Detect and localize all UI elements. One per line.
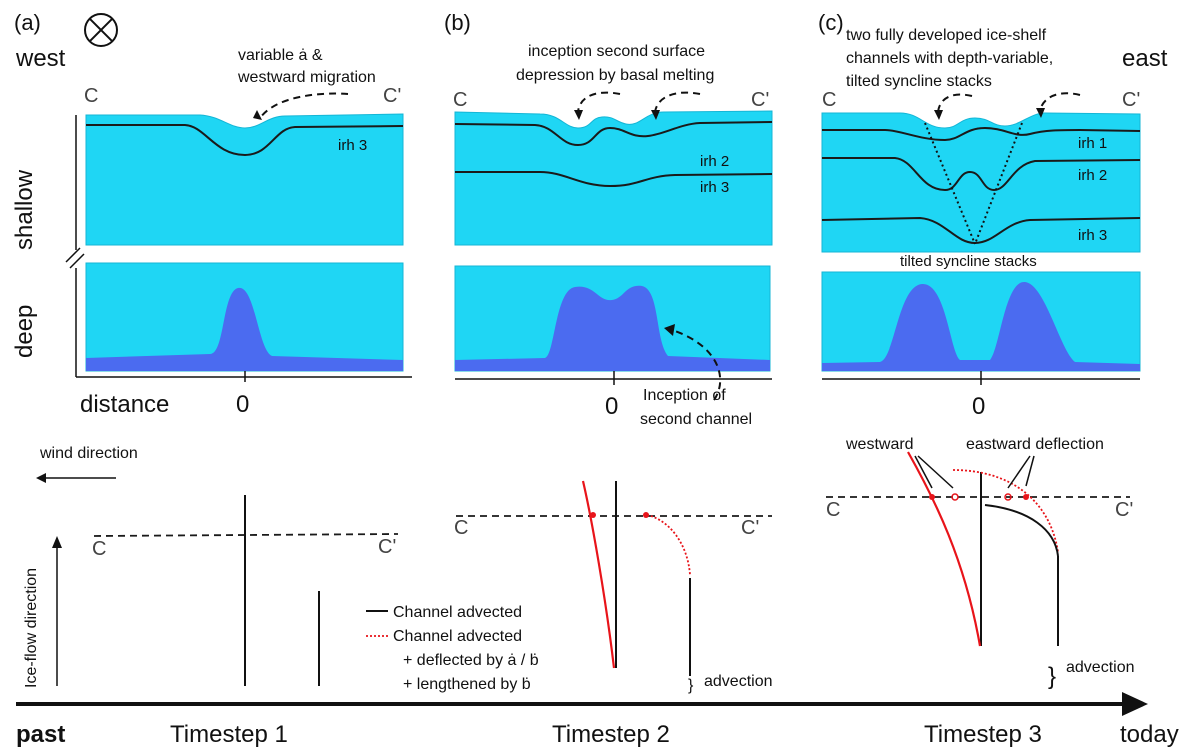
arrow-b-2 <box>654 91 701 113</box>
advection-label-t2: advection <box>704 673 773 690</box>
tilted-axis-2 <box>974 122 1023 245</box>
deflection-arrows <box>914 455 1035 489</box>
annotation-b-2: depression by basal melting <box>516 67 714 84</box>
annotation-a-2: westward migration <box>237 69 376 86</box>
c-label-c: C <box>822 89 836 111</box>
arrow-c-2 <box>1039 92 1081 111</box>
c-prime-label-t3: C' <box>1115 499 1133 521</box>
ice-flow-label: Ice-flow direction <box>23 568 40 688</box>
timestep-2-label: Timestep 2 <box>552 721 670 748</box>
annotation-b-3: Inception of <box>643 387 726 404</box>
irh3-label-a: irh 3 <box>338 137 367 154</box>
arrow-b-3-head <box>664 324 675 336</box>
annotation-a-1: variable ȧ & <box>238 47 323 64</box>
channel-t2-westward <box>581 480 616 669</box>
irh3-label-b: irh 3 <box>700 179 729 196</box>
legend-dotted-sub2: + lengthened by ḃ <box>403 676 531 693</box>
panel-label-c: (c) <box>818 10 844 35</box>
distance-label: distance <box>80 391 169 418</box>
arrow-c-2-head <box>1036 108 1045 118</box>
panel-a-deep <box>85 262 404 372</box>
westward-label: westward <box>845 436 914 453</box>
panel-c-deep <box>821 271 1141 372</box>
eastward-label: eastward deflection <box>966 436 1104 453</box>
east-label: east <box>1122 45 1168 72</box>
c-prime-label-t2: C' <box>741 517 759 539</box>
channel-t3-curve <box>984 504 1059 557</box>
section-line-1 <box>93 533 399 537</box>
y-axis <box>65 115 412 378</box>
annotation-c-1: two fully developed ice-shelf <box>846 27 1047 44</box>
zero-label-c: 0 <box>972 393 985 420</box>
deep-label: deep <box>11 305 38 358</box>
brace-t2: } <box>688 677 694 694</box>
c-prime-label-t1: C' <box>378 536 396 558</box>
zero-label-b: 0 <box>605 393 618 420</box>
c-prime-label-c: C' <box>1122 89 1140 111</box>
t3-intersect-1 <box>929 494 935 500</box>
ice-flow-arrow-icon <box>52 536 62 686</box>
wind-direction-label: wind direction <box>39 445 138 462</box>
panel-label-a: (a) <box>14 10 41 35</box>
arrow-c-1 <box>937 93 973 113</box>
arrow-b-1-head <box>574 110 583 120</box>
c-label-t1: C <box>92 538 106 560</box>
timestep-1-label: Timestep 1 <box>170 721 288 748</box>
channel-t3-westward <box>907 451 982 647</box>
c-label-a: C <box>84 85 98 107</box>
irh2-label-b: irh 2 <box>700 153 729 170</box>
timeline-arrow <box>16 692 1148 716</box>
c-label-t2: C <box>454 517 468 539</box>
c-label-t3: C <box>826 499 840 521</box>
annotation-b-4: second channel <box>640 411 752 428</box>
irh2-label-c: irh 2 <box>1078 167 1107 184</box>
panel-c-shallow: irh 1 irh 2 irh 3 <box>821 112 1141 253</box>
timestep-3-label: Timestep 3 <box>924 721 1042 748</box>
panel-b-shallow: irh 2 irh 3 <box>454 110 773 246</box>
channel-t3-eastward <box>952 469 1059 553</box>
panel-a-shallow: irh 3 <box>85 113 404 246</box>
zero-label-a: 0 <box>236 391 249 418</box>
annotation-c-3: tilted syncline stacks <box>846 73 992 90</box>
arrow-c-1-head <box>934 110 943 120</box>
t3-intersect-2 <box>951 493 959 501</box>
irh3-label-c: irh 3 <box>1078 227 1107 244</box>
channel-t2-eastward <box>646 514 691 576</box>
arrow-b-1 <box>577 91 621 113</box>
advection-label-t3: advection <box>1066 659 1135 676</box>
panel-b-deep <box>454 265 771 372</box>
tilted-axis-1 <box>924 122 976 245</box>
shallow-label: shallow <box>11 169 38 250</box>
t2-intersect-2 <box>643 512 649 518</box>
t3-intersect-3 <box>1004 493 1012 501</box>
c-prime-label-a: C' <box>383 85 401 107</box>
arrow-b-3 <box>671 329 722 401</box>
c-prime-label-b: C' <box>751 89 769 111</box>
panel-label-b: (b) <box>444 10 471 35</box>
brace-t3: } <box>1048 663 1056 690</box>
annotation-c-2: channels with depth-variable, <box>846 50 1053 67</box>
c-label-b: C <box>453 89 467 111</box>
legend-solid-label: Channel advected <box>393 604 522 621</box>
annotation-b-1: inception second surface <box>528 43 705 60</box>
legend-dotted-sub1: + deflected by ȧ / ḃ <box>403 652 539 669</box>
west-label: west <box>15 45 66 72</box>
arrow-a-head <box>253 110 262 120</box>
tilted-label: tilted syncline stacks <box>900 253 1037 270</box>
wind-arrow-icon <box>36 473 116 483</box>
circled-cross-icon <box>84 13 118 47</box>
arrow-a <box>259 92 349 119</box>
t2-intersect-1 <box>590 512 596 518</box>
arrow-b-2-head <box>651 110 660 120</box>
irh1-label-c: irh 1 <box>1078 135 1107 152</box>
today-label: today <box>1120 721 1179 748</box>
legend-dotted-label: Channel advected <box>393 628 522 645</box>
past-label: past <box>16 721 65 748</box>
t3-intersect-4 <box>1023 494 1029 500</box>
